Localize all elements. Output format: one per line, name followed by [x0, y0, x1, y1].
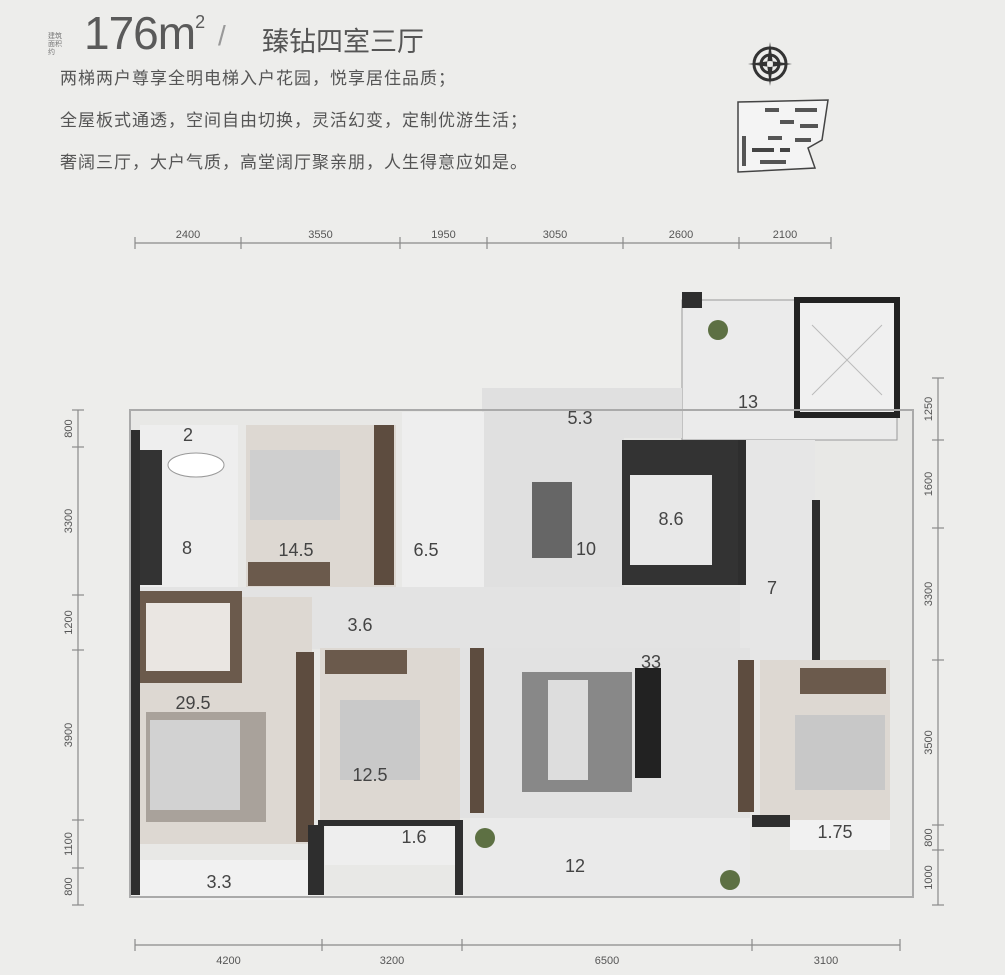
dimension-label-top: 2100 — [773, 229, 797, 241]
room-area-label: 8 — [182, 538, 192, 558]
dimension-label-top: 3550 — [308, 229, 332, 241]
room-area-label: 10 — [576, 539, 596, 559]
dimension-label-top: 3050 — [543, 229, 567, 241]
apartment-layout — [129, 292, 914, 900]
dimension-label-right: 1600 — [923, 472, 935, 496]
dimension-lines — [72, 237, 944, 951]
dimension-label-left: 1200 — [63, 610, 75, 634]
title-separator: / — [218, 20, 226, 51]
dimension-label-right: 3500 — [923, 730, 935, 754]
dimension-label-bottom: 3200 — [380, 955, 404, 967]
area-unit: 2 — [195, 12, 205, 32]
dimension-label-top: 2400 — [176, 229, 200, 241]
area-value: 176m2 — [84, 6, 205, 60]
dimension-label-left: 800 — [63, 419, 75, 437]
dimension-label-right: 800 — [923, 828, 935, 846]
description-line: 全屋板式通透，空间自由切换，灵活幻变，定制优游生活； — [60, 111, 528, 131]
room-area-label: 1.75 — [817, 822, 852, 842]
dimension-label-left: 800 — [63, 877, 75, 895]
description-line: 奢阔三厅，大户气质，高堂阔厅聚亲朋，人生得意应如是。 — [60, 153, 528, 173]
dimension-label-left: 3900 — [63, 723, 75, 747]
dimension-label-top: 2600 — [669, 229, 693, 241]
area-note: 建筑面积约 — [48, 33, 62, 56]
area-number: 176m — [84, 7, 196, 59]
room-area-label: 14.5 — [278, 540, 313, 560]
dimension-label-left: 3300 — [63, 509, 75, 533]
dimension-label-left: 1100 — [63, 832, 75, 856]
room-area-label: 5.3 — [567, 408, 592, 428]
dimension-label-right: 1250 — [923, 397, 935, 421]
dimension-label-bottom: 6500 — [595, 955, 619, 967]
compass-rose-icon — [748, 42, 792, 86]
room-area-label: 8.6 — [658, 509, 683, 529]
room-area-label: 33 — [641, 652, 661, 672]
description-line: 两梯两户尊享全明电梯入户花园，悦享居住品质； — [60, 69, 456, 89]
dimension-label-bottom: 3100 — [814, 955, 838, 967]
room-area-label: 2 — [183, 425, 193, 445]
room-area-label: 1.6 — [401, 827, 426, 847]
layout-title: 臻钻四室三厅 — [262, 27, 424, 58]
dimension-label-top: 1950 — [431, 229, 455, 241]
room-area-label: 3.3 — [206, 872, 231, 892]
room-area-label: 12.5 — [352, 765, 387, 785]
dimension-label-right: 3300 — [923, 582, 935, 606]
room-area-label: 6.5 — [413, 540, 438, 560]
room-area-label: 13 — [738, 392, 758, 412]
room-area-label: 7 — [767, 578, 777, 598]
room-area-label: 12 — [565, 856, 585, 876]
dimension-label-right: 1000 — [923, 865, 935, 889]
room-labels: 2 14.5 6.5 5.3 13 8.6 10 8 3.6 7 33 29.5 12.5 1.6 12 1.… — [175, 392, 852, 892]
dimension-label-bottom: 4200 — [216, 955, 240, 967]
room-area-label: 3.6 — [347, 615, 372, 635]
site-plan-thumbnail — [737, 99, 829, 173]
room-area-label: 29.5 — [175, 693, 210, 713]
